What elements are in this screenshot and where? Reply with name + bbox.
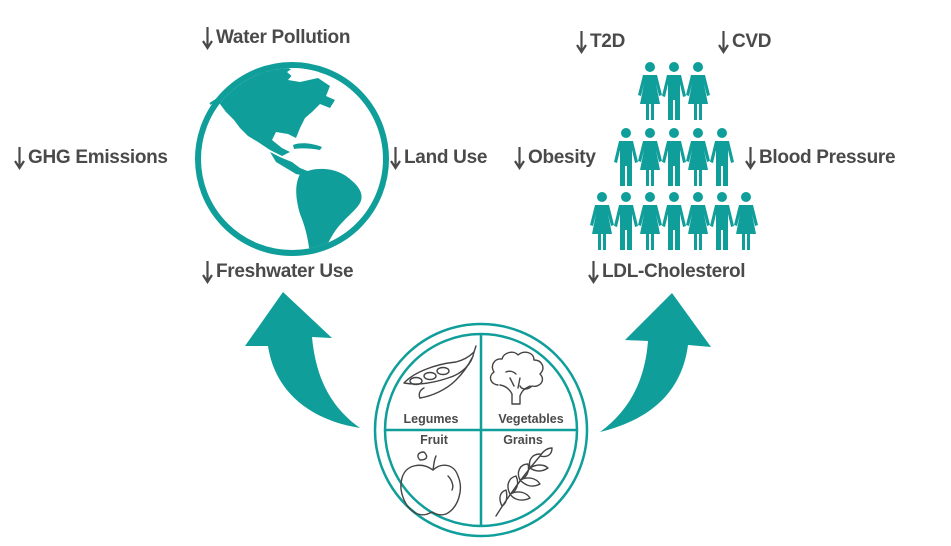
- person-female-icon: [734, 192, 758, 250]
- person-male-icon: [710, 192, 734, 250]
- effect-land-use: Land Use: [390, 146, 487, 170]
- effect-blood-pressure: Blood Pressure: [745, 146, 896, 170]
- arrow-to-environment: [245, 292, 360, 428]
- globe-icon: [195, 62, 389, 256]
- down-arrow-icon: [576, 30, 587, 54]
- person-female-icon: [638, 128, 662, 186]
- effect-ldl-cholesterol: LDL-Cholesterol: [588, 260, 746, 284]
- down-arrow-icon: [514, 146, 525, 170]
- plate-label-vegetables: Vegetables: [498, 412, 563, 426]
- effect-ghg-emissions: GHG Emissions: [14, 146, 168, 170]
- person-male-icon: [710, 128, 734, 186]
- effect-t2d: T2D: [576, 30, 625, 54]
- down-arrow-icon: [390, 146, 401, 170]
- arrow-to-health: [600, 293, 711, 432]
- plate-label-legumes: Legumes: [404, 412, 459, 426]
- person-female-icon: [686, 128, 710, 186]
- person-male-icon: [662, 62, 686, 120]
- down-arrow-icon: [718, 30, 729, 54]
- effect-water-pollution: Water Pollution: [202, 26, 350, 50]
- down-arrow-icon: [202, 26, 213, 50]
- plate-label-grains: Grains: [503, 433, 543, 447]
- effect-cvd: CVD: [718, 30, 772, 54]
- effect-obesity: Obesity: [514, 146, 596, 170]
- down-arrow-icon: [588, 260, 599, 284]
- effect-freshwater-use: Freshwater Use: [202, 260, 354, 284]
- person-female-icon: [638, 192, 662, 250]
- plate-label-fruit: Fruit: [420, 433, 449, 447]
- soybean-pod-icon: [403, 345, 477, 399]
- person-male-icon: [614, 128, 638, 186]
- down-arrow-icon: [202, 260, 213, 284]
- down-arrow-icon: [14, 146, 25, 170]
- person-female-icon: [686, 62, 710, 120]
- person-female-icon: [638, 62, 662, 120]
- person-female-icon: [590, 192, 614, 250]
- population-pyramid-icon: [590, 62, 758, 250]
- food-plate: Legumes Vegetables Fruit Grains: [373, 322, 589, 538]
- down-arrow-icon: [745, 146, 756, 170]
- grain-stalk-icon: [495, 447, 553, 517]
- person-male-icon: [662, 192, 686, 250]
- broccoli-icon: [489, 351, 544, 405]
- person-male-icon: [662, 128, 686, 186]
- person-female-icon: [686, 192, 710, 250]
- apple-icon: [400, 451, 462, 516]
- person-male-icon: [614, 192, 638, 250]
